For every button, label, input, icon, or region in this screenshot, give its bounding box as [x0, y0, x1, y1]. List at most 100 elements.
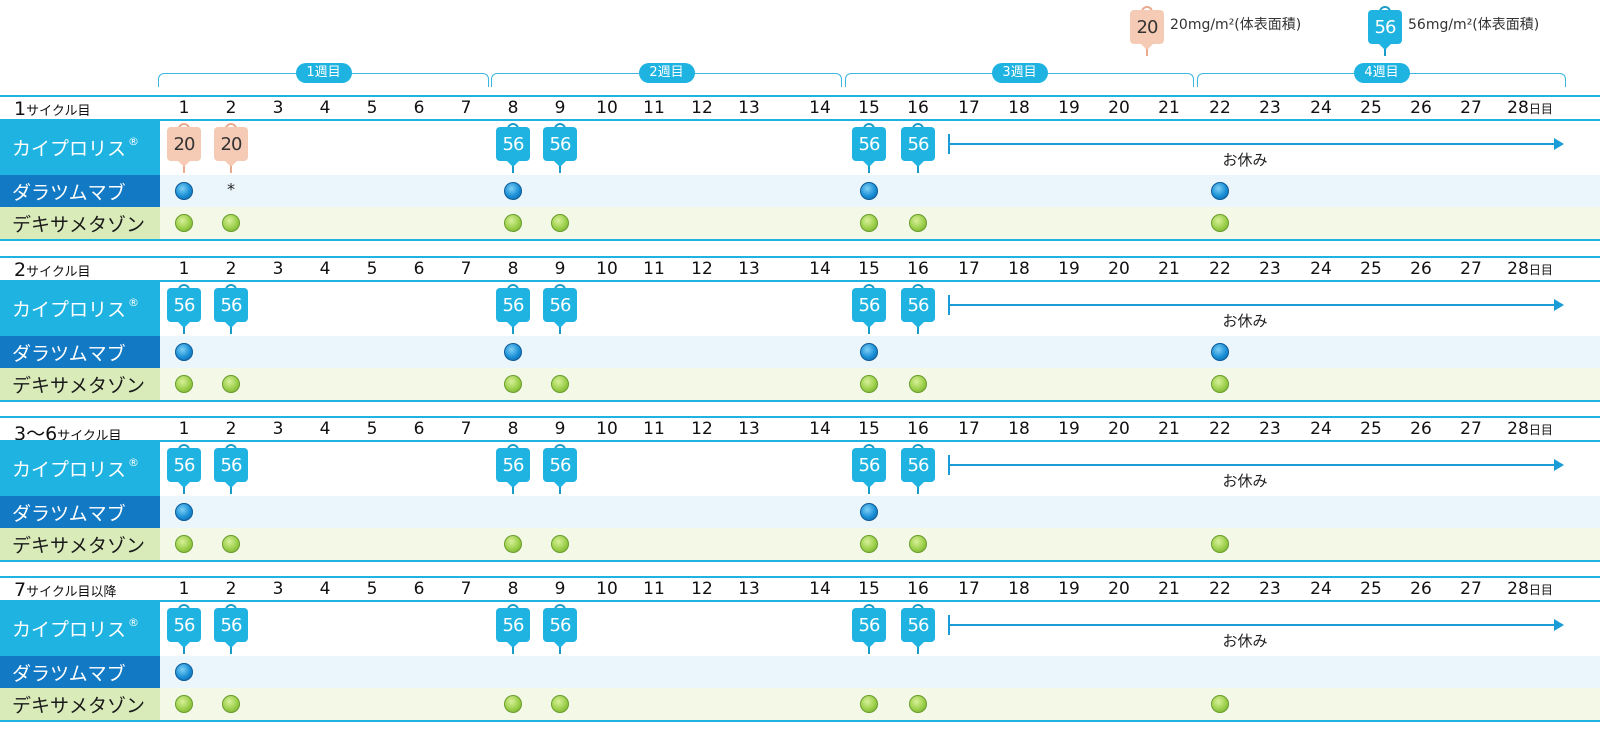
dose-value: 56 [901, 608, 935, 642]
day-value: 28 [1507, 98, 1529, 118]
day-number: 28日目 [1507, 579, 1553, 599]
bag-tip-icon [552, 320, 568, 328]
day-value: 8 [507, 419, 519, 439]
day-suffix: 日目 [1528, 102, 1553, 116]
bag-hook-icon [1141, 6, 1153, 12]
bag-hook-icon [178, 284, 190, 290]
bag-hook-icon [554, 604, 566, 610]
bag-tube-icon [559, 166, 561, 173]
dose-value: 56 [167, 288, 201, 322]
day-number: 18 [1008, 259, 1030, 279]
infusion-bag-icon: 56 [543, 284, 577, 336]
drug-name: デキサメタゾン [12, 694, 146, 717]
day-value: 5 [366, 579, 378, 599]
drug-name: カイプロリス [12, 619, 127, 641]
day-number: 13 [738, 419, 760, 439]
drug-name: カイプロリス [12, 138, 127, 160]
day-number: 11 [643, 419, 665, 439]
bag-tip-icon [505, 640, 521, 648]
bag-tube-icon [917, 166, 919, 173]
drug-name: カイプロリス [12, 459, 127, 481]
day-value: 19 [1058, 259, 1080, 279]
day-value: 1 [178, 579, 190, 599]
day-number: 12 [691, 419, 713, 439]
day-value: 1 [178, 419, 190, 439]
day-value: 19 [1058, 98, 1080, 118]
drug-label-daratumumab: ダラツムマブ [0, 175, 160, 207]
footnote-mark: * [227, 179, 235, 199]
day-number: 22 [1209, 259, 1231, 279]
bag-tube-icon [559, 327, 561, 334]
row-background [160, 207, 1600, 239]
dose-dot [551, 375, 569, 393]
day-number: 12 [691, 98, 713, 118]
dose-dot [222, 214, 240, 232]
dexamethasone-row: デキサメタゾン [0, 688, 1600, 720]
day-value: 9 [554, 98, 566, 118]
day-number: 28日目 [1507, 98, 1553, 118]
day-value: 22 [1209, 419, 1231, 439]
day-value: 7 [460, 579, 472, 599]
day-value: 15 [858, 98, 880, 118]
dose-dot [1211, 535, 1229, 553]
rest-arrow [950, 138, 1564, 150]
header-divider [0, 600, 1600, 602]
bag-hook-icon [225, 604, 237, 610]
dose-dot [1211, 695, 1229, 713]
day-value: 15 [858, 259, 880, 279]
bag-hook-icon [178, 604, 190, 610]
infusion-bag-icon: 56 [901, 123, 935, 175]
day-value: 17 [958, 579, 980, 599]
drug-label-kyprolis: カイプロリス® [0, 120, 160, 175]
week-label-1: 1週目 [295, 63, 352, 83]
day-number: 9 [555, 98, 566, 118]
dose-dot [909, 695, 927, 713]
bag-hook-icon [225, 123, 237, 129]
day-value: 6 [413, 419, 425, 439]
dose-dot [175, 375, 193, 393]
day-value: 9 [554, 579, 566, 599]
row-background [160, 688, 1600, 720]
day-number: 11 [643, 98, 665, 118]
bag-tube-icon [512, 647, 514, 654]
day-value: 7 [460, 419, 472, 439]
infusion-bag-icon: 56 [852, 123, 886, 175]
dose-dot [175, 214, 193, 232]
day-number: 1 [179, 98, 190, 118]
bag-tube-icon [868, 487, 870, 494]
dose-dot [222, 535, 240, 553]
day-value: 7 [460, 98, 472, 118]
day-number: 15 [858, 579, 880, 599]
bag-hook-icon [225, 284, 237, 290]
day-value: 6 [413, 259, 425, 279]
dose-dot [175, 182, 193, 200]
infusion-bag-icon: 56 [852, 444, 886, 496]
day-value: 13 [738, 259, 760, 279]
cycle-bottom-divider [0, 720, 1600, 722]
bag-hook-icon [863, 604, 875, 610]
day-value: 13 [738, 419, 760, 439]
infusion-bag-icon: 56 [496, 123, 530, 175]
day-value: 17 [958, 419, 980, 439]
bag-tip-icon [552, 159, 568, 167]
bag-hook-icon [554, 123, 566, 129]
infusion-bag-icon: 56 [496, 604, 530, 656]
dose-dot [222, 375, 240, 393]
drug-label-dexamethasone: デキサメタゾン [0, 207, 160, 239]
bag-hook-icon [178, 444, 190, 450]
cycle-suffix: サイクル目 [26, 265, 91, 280]
bag-tube-icon [559, 647, 561, 654]
day-number: 15 [858, 419, 880, 439]
day-number: 21 [1158, 98, 1180, 118]
day-number: 23 [1259, 98, 1281, 118]
bag-tube-icon [183, 327, 185, 334]
row-background [160, 656, 1600, 688]
week-label-4: 4週目 [1353, 63, 1410, 83]
day-value: 28 [1507, 419, 1529, 439]
week-label-3: 3週目 [991, 63, 1048, 83]
day-value: 4 [319, 419, 331, 439]
bag-hook-icon [178, 123, 190, 129]
day-value: 14 [809, 419, 831, 439]
